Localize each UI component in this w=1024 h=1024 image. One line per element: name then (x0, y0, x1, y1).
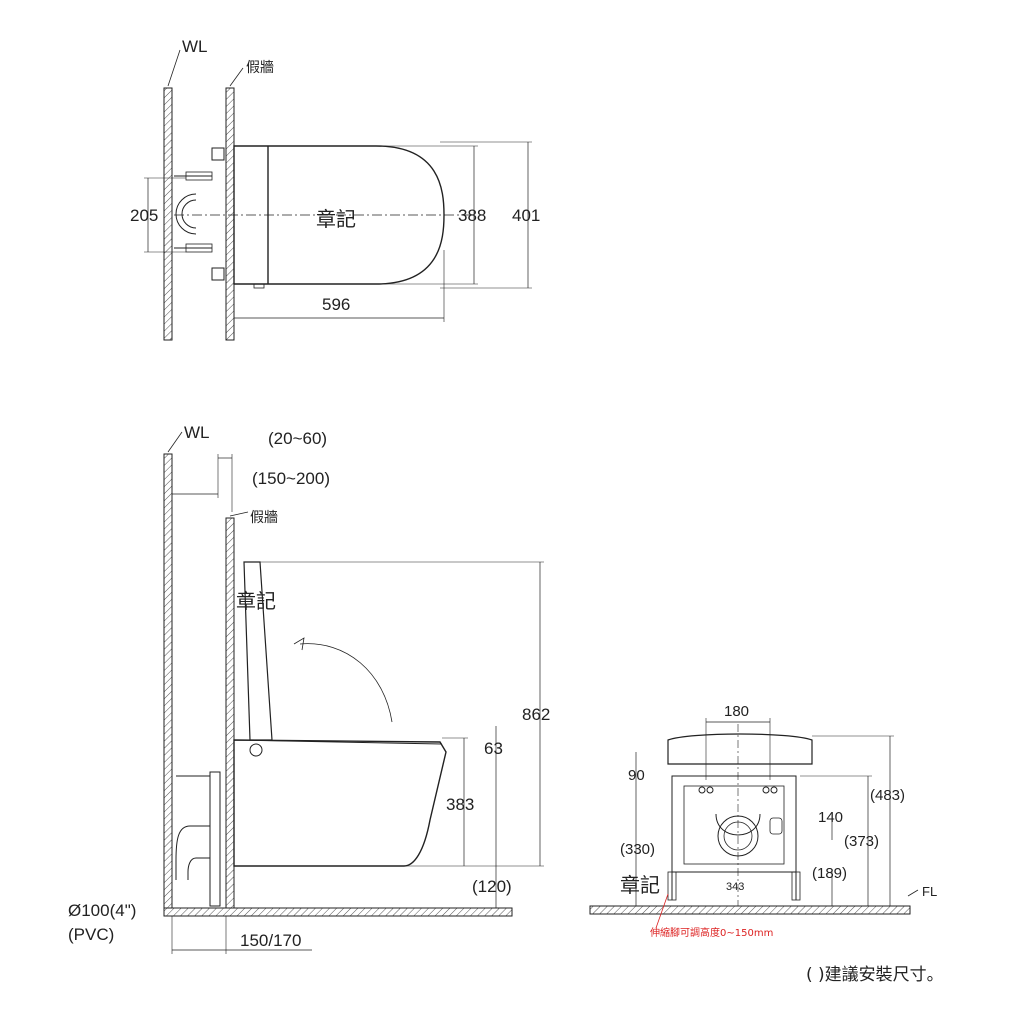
dim-189: (189) (812, 865, 847, 882)
dim-205: 205 (130, 206, 158, 225)
front-view (589, 718, 919, 929)
dim-596: 596 (322, 295, 350, 314)
dim-483: (483) (870, 787, 905, 804)
front-frame (671, 775, 797, 873)
top-false-wall-label: 假牆 (246, 60, 274, 76)
adjust-height-note: 伸縮腳可調高度0~150mm (650, 926, 773, 939)
side-floor (163, 907, 513, 917)
pipe-label-material: (PVC) (68, 925, 114, 944)
top-wl-label: WL (182, 37, 208, 56)
dim-343: 343 (726, 881, 744, 893)
dim-388: 388 (458, 206, 486, 225)
pipe-label-size: Ø100(4") (68, 901, 136, 920)
dim-401: 401 (512, 206, 540, 225)
dim-150-170: 150/170 (240, 931, 301, 950)
dim-862: 862 (522, 705, 550, 724)
top-wall (163, 87, 173, 341)
side-brand-mark: 章記 (236, 589, 276, 613)
top-brand-mark: 章記 (316, 207, 356, 231)
side-wall (163, 453, 173, 909)
dim-90: 90 (628, 767, 645, 784)
dim-330: (330) (620, 841, 655, 858)
dim-150-200: (150~200) (252, 469, 330, 488)
front-floor (589, 905, 911, 915)
dim-120: (120) (472, 877, 512, 896)
side-false-wall-label: 假牆 (250, 510, 278, 526)
dim-20-60: (20~60) (268, 429, 327, 448)
side-view (163, 431, 544, 954)
dim-140: 140 (818, 809, 843, 826)
toilet-side-bowl (233, 739, 447, 867)
dim-383: 383 (446, 795, 474, 814)
dim-373: (373) (844, 833, 879, 850)
top-view (144, 49, 532, 341)
side-false-wall (225, 517, 235, 909)
dim-63: 63 (484, 739, 503, 758)
side-wl-label: WL (184, 423, 210, 442)
footer-note: ( )建議安裝尺寸。 (806, 965, 944, 985)
fl-label: FL (922, 884, 937, 899)
front-brand-mark: 章記 (620, 873, 660, 897)
top-false-wall (225, 87, 235, 341)
dim-180: 180 (724, 703, 749, 720)
